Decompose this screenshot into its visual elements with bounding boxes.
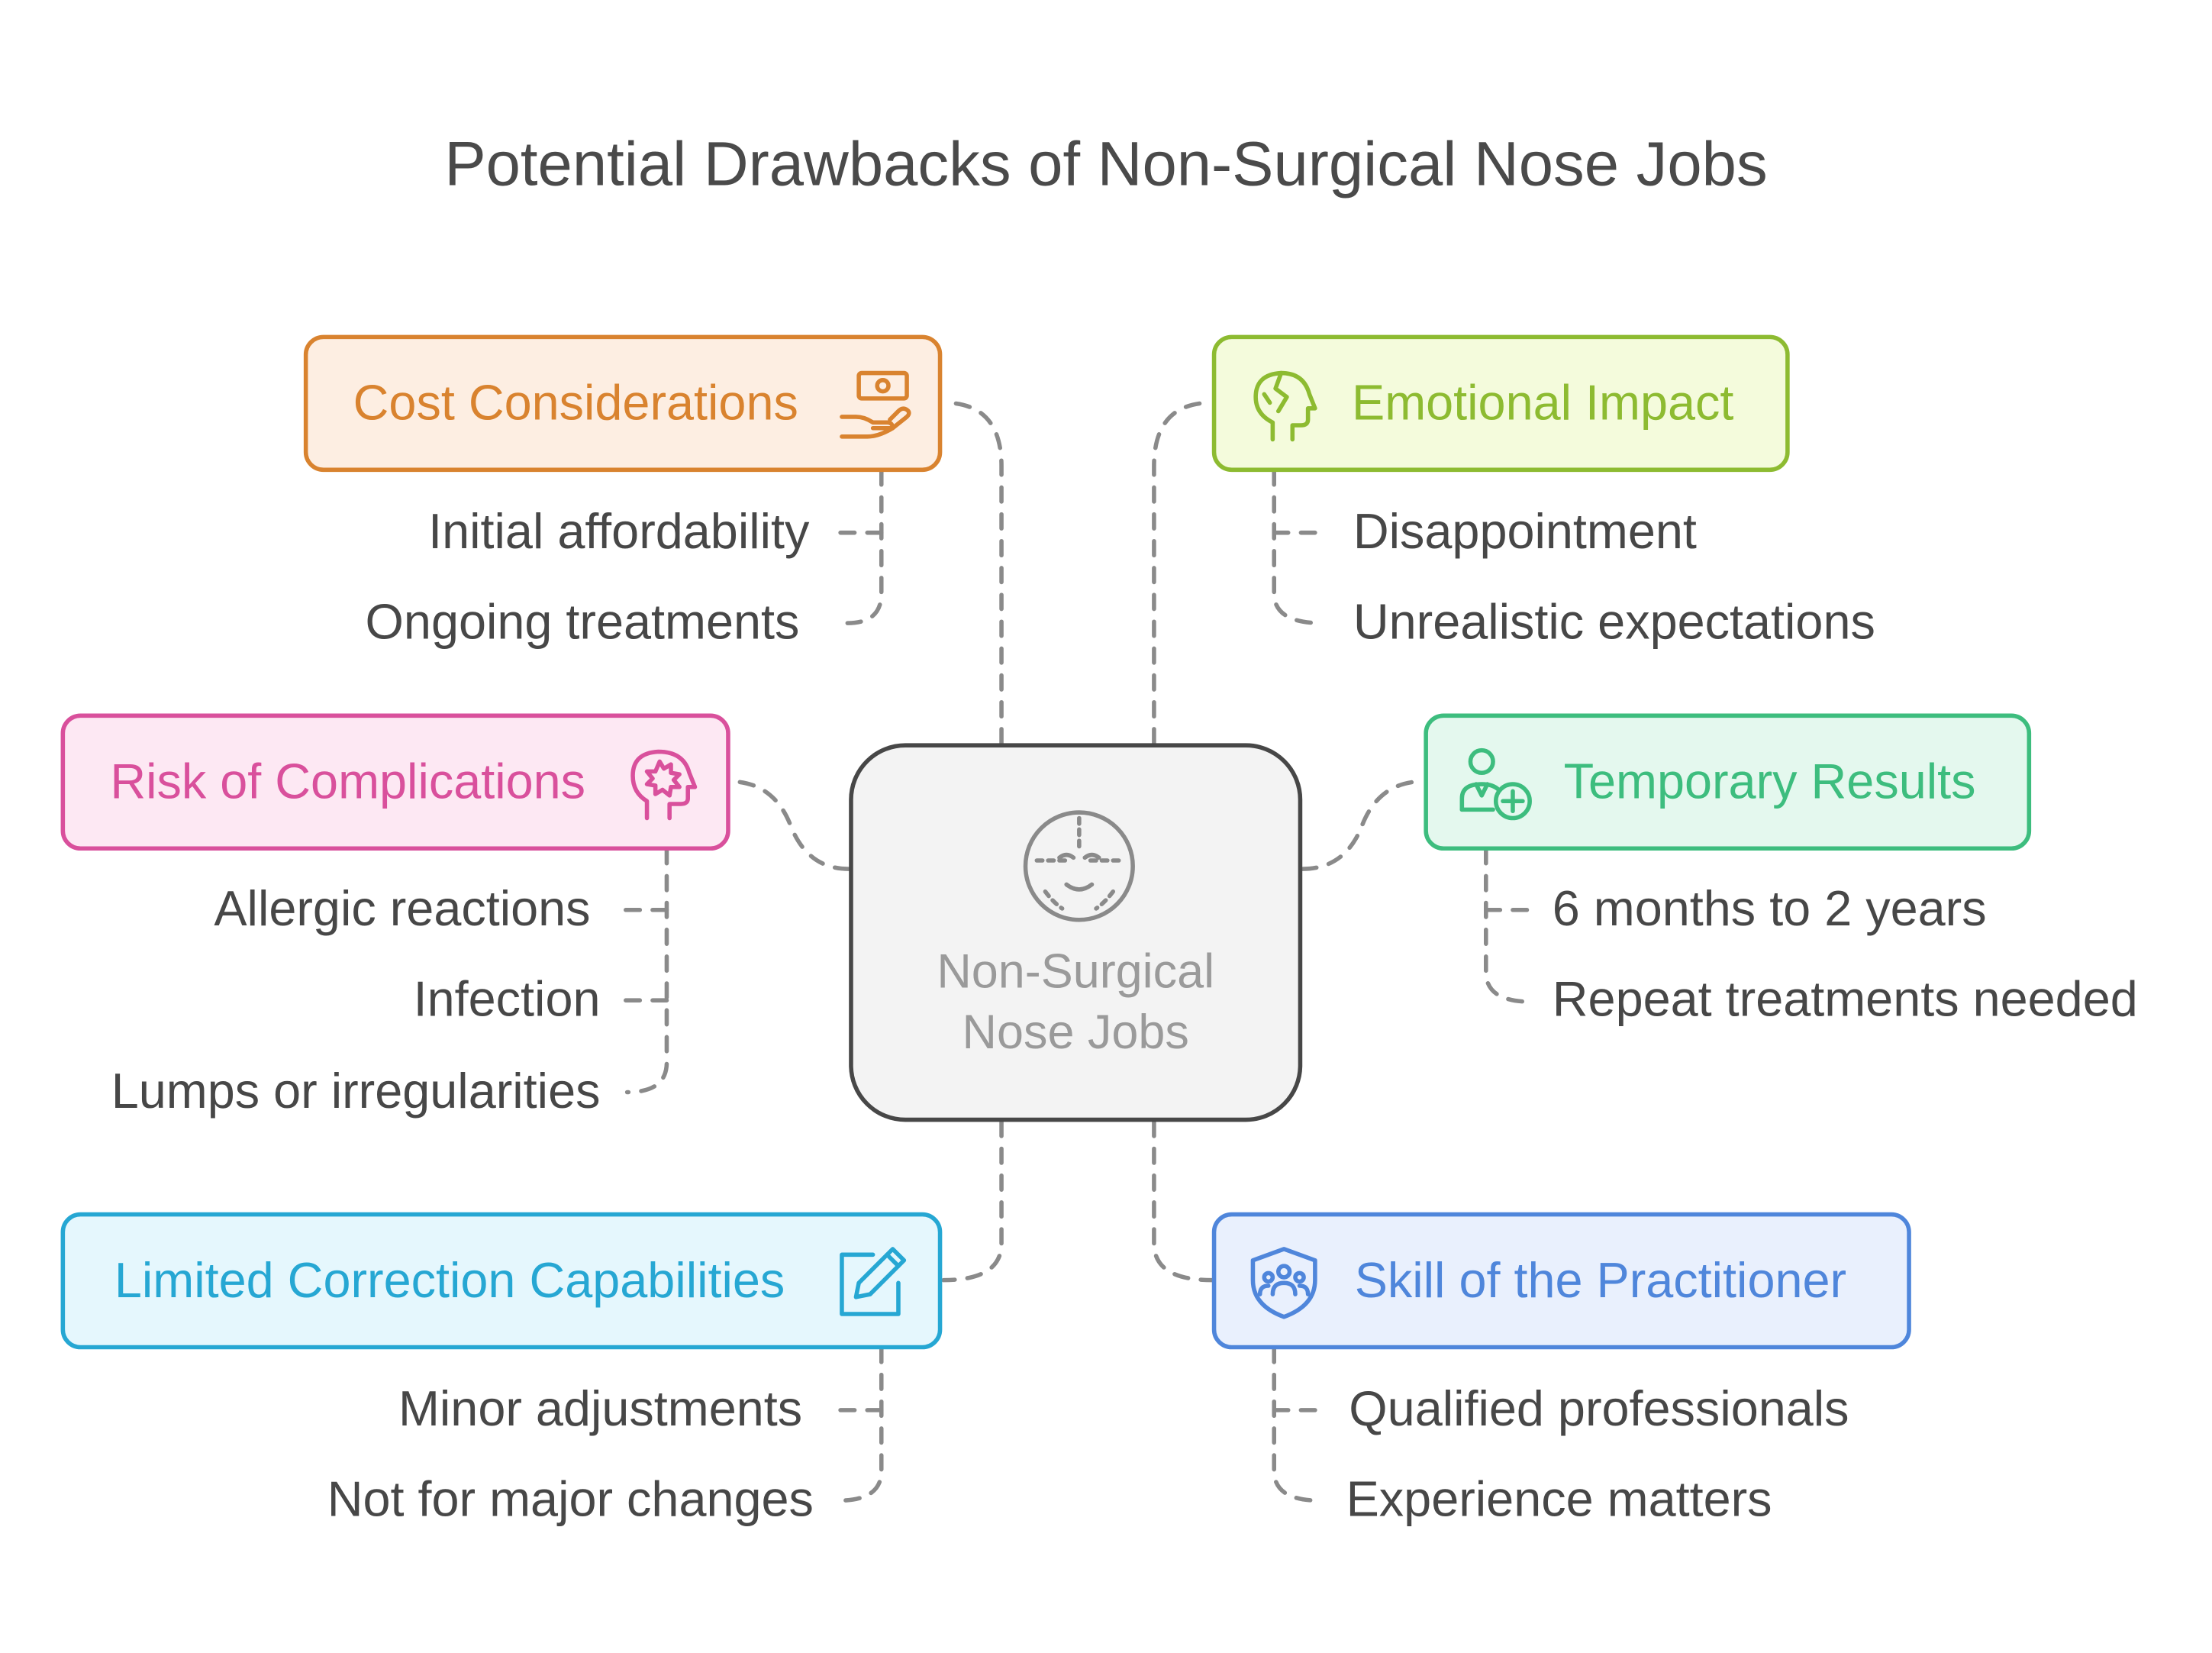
center-node: Non-Surgical Nose Jobs: [849, 743, 1303, 1122]
connector-limited-items: [837, 1345, 884, 1503]
connector-emotional: [1152, 400, 1214, 746]
temporary-results-label: Temporary Results: [1563, 754, 1976, 810]
connector-risk-items: [624, 847, 669, 1095]
risk-of-complications-box: Risk of Complications: [60, 713, 730, 851]
connector-risk: [727, 779, 851, 871]
head-profile-icon: [1253, 370, 1317, 442]
connector-skill: [1152, 1119, 1214, 1283]
connector-skill-items: [1272, 1345, 1322, 1503]
brain-burst-icon: [630, 749, 698, 821]
team-shield-icon: [1250, 1247, 1317, 1319]
edit-icon: [840, 1247, 907, 1316]
emotional-item-1: Disappointment: [1353, 504, 1697, 560]
center-label-line2: Nose Jobs: [962, 1006, 1189, 1060]
connector-temporary: [1300, 779, 1427, 871]
person-plus-icon: [1459, 747, 1532, 821]
emotional-impact-box: Emotional Impact: [1211, 334, 1790, 473]
skill-item-2: Experience matters: [1346, 1472, 1772, 1528]
connector-temporary-items: [1484, 847, 1533, 1004]
connector-emotional-items: [1272, 468, 1324, 625]
limited-item-2: Not for major changes: [327, 1472, 814, 1528]
temporary-item-1: 6 months to 2 years: [1552, 881, 1987, 937]
cost-considerations-label: Cost Considerations: [353, 376, 798, 431]
connector-cost-items: [845, 468, 884, 625]
money-hand-icon: [840, 370, 911, 439]
skill-of-practitioner-label: Skill of the Practitioner: [1354, 1253, 1847, 1309]
temporary-results-box: Temporary Results: [1424, 713, 2032, 851]
connector-cost: [941, 400, 1004, 746]
emotional-item-2: Unrealistic expectations: [1353, 595, 1875, 651]
limited-item-1: Minor adjustments: [398, 1381, 803, 1438]
face-icon: [1023, 810, 1135, 922]
connector-limited: [941, 1119, 1004, 1283]
temporary-item-2: Repeat treatments needed: [1552, 972, 2138, 1028]
skill-item-1: Qualified professionals: [1349, 1381, 1849, 1438]
diagram-title: Potential Drawbacks of Non-Surgical Nose…: [444, 130, 1768, 199]
limited-correction-label: Limited Correction Capabilities: [114, 1253, 785, 1309]
cost-item-2: Ongoing treatments: [365, 595, 800, 651]
center-label: Non-Surgical Nose Jobs: [853, 942, 1298, 1064]
risk-item-3: Lumps or irregularities: [111, 1064, 601, 1119]
risk-item-2: Infection: [413, 972, 601, 1028]
cost-item-1: Initial affordability: [428, 504, 810, 560]
risk-of-complications-label: Risk of Complications: [110, 754, 586, 810]
limited-correction-box: Limited Correction Capabilities: [60, 1212, 943, 1350]
skill-of-practitioner-box: Skill of the Practitioner: [1211, 1212, 1911, 1350]
cost-considerations-box: Cost Considerations: [303, 334, 943, 473]
center-label-line1: Non-Surgical: [937, 945, 1215, 999]
emotional-impact-label: Emotional Impact: [1351, 376, 1734, 431]
risk-item-1: Allergic reactions: [214, 881, 591, 937]
